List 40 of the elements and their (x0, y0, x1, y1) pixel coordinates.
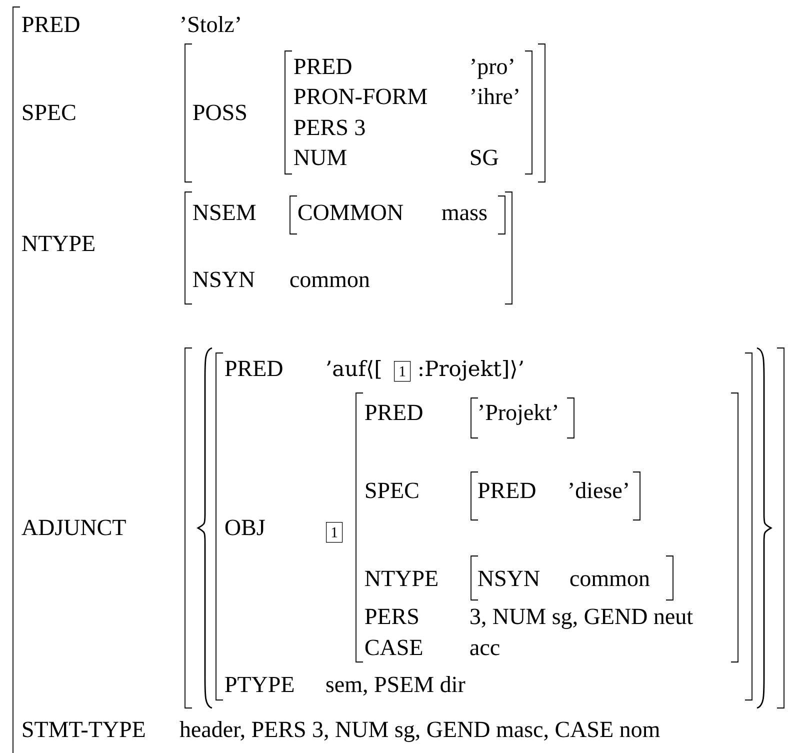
feature-name: ADJUNCT (22, 520, 126, 536)
feature-name: NUM (294, 150, 346, 166)
feature-value: common (290, 276, 370, 288)
feature-value: :Projekt]⟩’ (420, 360, 523, 381)
feature-name: NSEM (193, 204, 256, 220)
feature-value: 3, NUM sg, GEND neut (470, 608, 693, 629)
feature-value: SG (471, 150, 498, 166)
feature-name: PRON-FORM (294, 88, 427, 104)
feature-value: ’Projekt’ (479, 404, 557, 425)
feature-value: mass (442, 209, 487, 220)
feature-name: NTYPE (22, 236, 94, 251)
tag-box: 1 (326, 522, 343, 543)
feature-name: STMT-TYPE (22, 722, 145, 738)
feature-name: PRED (478, 482, 536, 498)
feature-name: POSS (193, 104, 246, 120)
feature-name: PRED (22, 16, 80, 32)
feature-name: PTYPE (225, 676, 294, 692)
feature-name: SPEC (366, 482, 418, 498)
feature-value: ’diese’ (569, 482, 628, 498)
feature-name: SPEC (22, 104, 76, 120)
feature-name: OBJ (225, 520, 265, 536)
feature-name: NTYPE (365, 570, 438, 586)
feature-name: PRED (225, 360, 282, 376)
feature-name: PRED (365, 404, 422, 420)
feature-name: PERS (365, 608, 418, 624)
feature-name: PERS 3 (294, 120, 365, 136)
feature-value: sem, PSEM dir (326, 676, 466, 696)
feature-value: common (570, 575, 650, 586)
feature-value: ’auf⟨[ (326, 360, 381, 379)
feature-value: ’ihre’ (471, 88, 518, 104)
feature-name: PRED (294, 58, 352, 74)
feature-value: ’pro’ (471, 58, 514, 79)
feature-value: acc (470, 644, 500, 656)
feature-name: NSYN (478, 570, 540, 586)
feature-name: CASE (365, 640, 422, 656)
feature-name: COMMON (298, 204, 403, 220)
feature-value: header, PERS 3, NUM sg, GEND masc, CASE nom (180, 721, 660, 742)
tag-box: 1 (394, 361, 411, 382)
feature-name: NSYN (193, 272, 255, 288)
feature-value: ’Stolz’ (181, 16, 240, 32)
